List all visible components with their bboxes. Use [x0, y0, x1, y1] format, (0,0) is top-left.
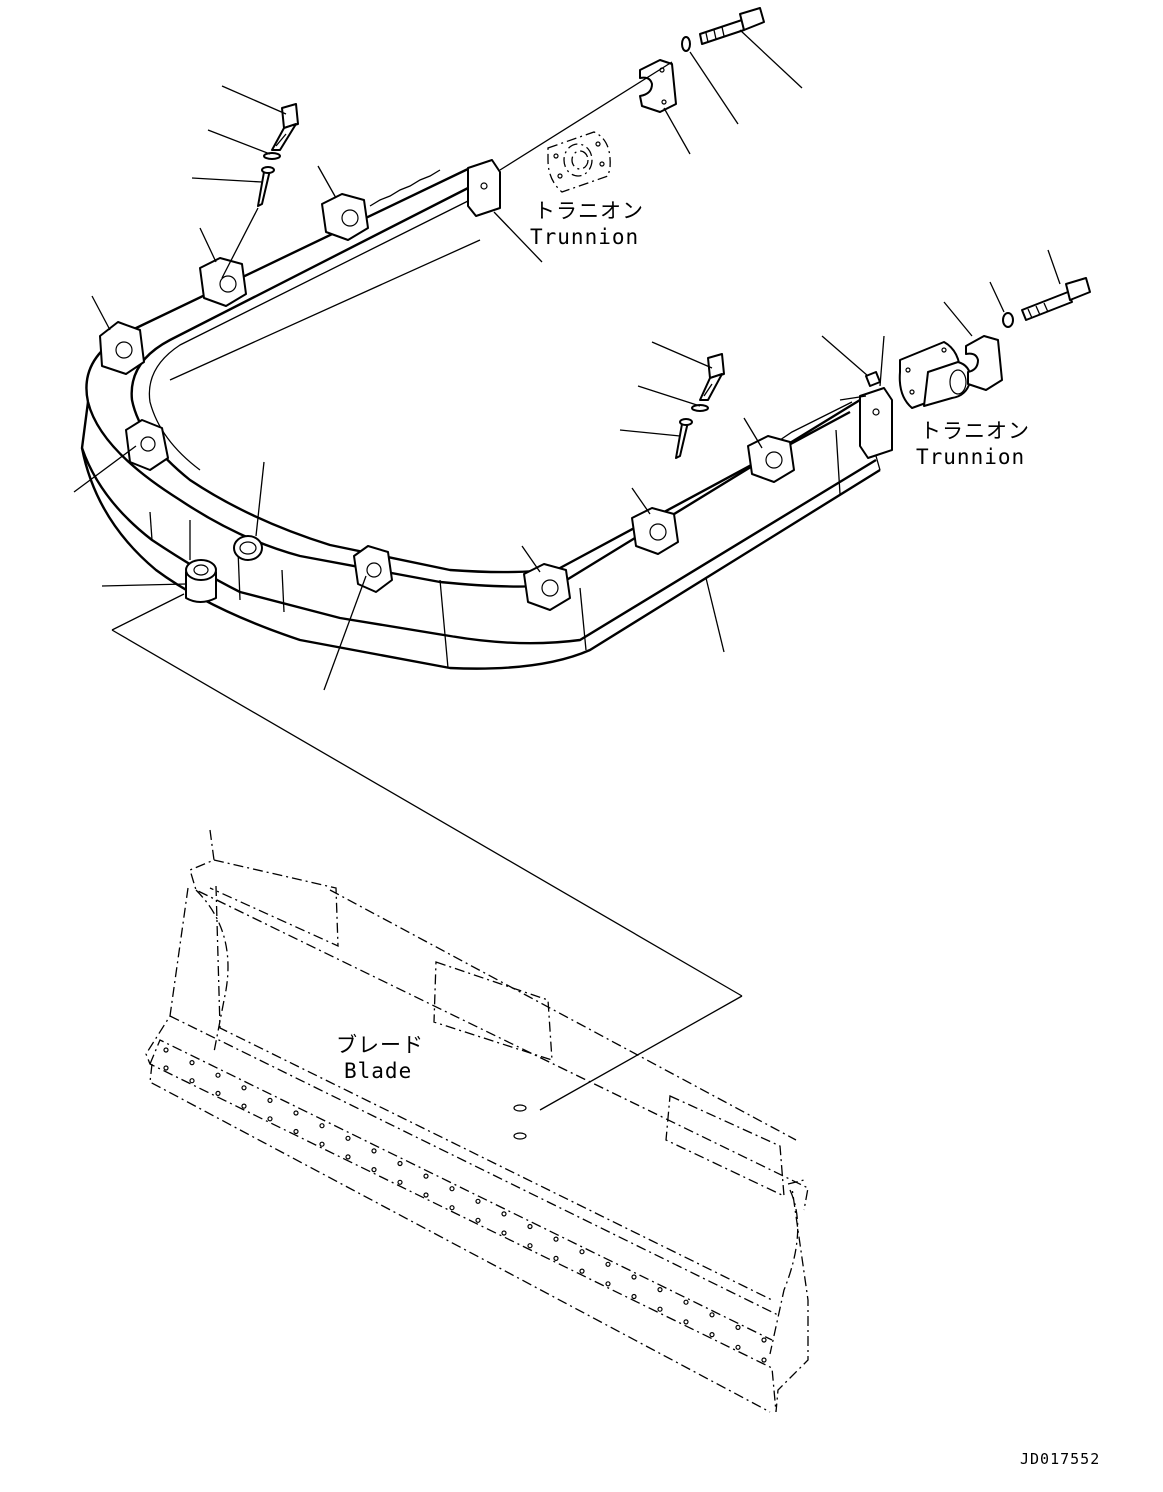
blade-hole: [189, 1078, 195, 1084]
trunnion-right-assembly: [865, 277, 1091, 409]
blade-hole: [189, 1059, 195, 1066]
blade-hole: [683, 1299, 689, 1305]
blade-hole: [371, 1148, 377, 1154]
blade-hole: [423, 1192, 429, 1198]
blade-hole: [527, 1223, 533, 1230]
blade-hole: [371, 1166, 377, 1173]
blade-hole: [735, 1344, 741, 1350]
cap-right-icon: [965, 335, 1003, 391]
washer-center-icon: [691, 404, 709, 412]
blade-hole: [761, 1357, 767, 1363]
blade-hole: [553, 1236, 559, 1242]
left-fasteners: [257, 103, 299, 207]
blade-hole: [267, 1097, 273, 1104]
blade-hole: [579, 1268, 585, 1274]
pin-center-icon: [675, 418, 693, 459]
blade-hole: [709, 1312, 715, 1318]
blade-hole: [631, 1274, 637, 1280]
trunnion-right-label-jp: トラニオン: [920, 419, 1030, 443]
blade-hole: [345, 1154, 351, 1160]
blade-hole: [163, 1065, 169, 1071]
trunnion-top-assembly: [547, 7, 765, 193]
leader-lines: [73, 29, 1061, 1111]
blade-hole: [605, 1281, 611, 1287]
blade-mount-holes: [513, 1104, 527, 1140]
bolt-right-icon: [1021, 277, 1091, 321]
nut-right-icon: [865, 371, 881, 387]
blade-hole: [553, 1255, 559, 1262]
blade-hole: [345, 1135, 351, 1141]
pin-lug-left: [125, 419, 169, 471]
bolt-center-icon: [699, 353, 725, 401]
bracket-6: [523, 563, 571, 611]
ball-socket: [185, 559, 217, 603]
blade-hole: [215, 1090, 221, 1097]
blade-hole: [423, 1173, 429, 1179]
bracket-3: [321, 193, 369, 241]
blade-hole: [735, 1324, 741, 1331]
blade-hole: [319, 1141, 325, 1147]
blade-hole: [761, 1337, 767, 1343]
bracket-1: [99, 321, 145, 375]
blade-hole: [293, 1110, 299, 1116]
blade-hole: [579, 1249, 585, 1255]
washer-right-icon: [1002, 312, 1014, 328]
blade-hole: [657, 1286, 663, 1293]
bracket-4: [747, 435, 795, 483]
blade-hole: [475, 1217, 481, 1223]
pin-left-icon: [257, 166, 275, 207]
bracket-5: [631, 507, 679, 555]
blade-hole: [631, 1293, 637, 1300]
center-boss: [233, 535, 263, 561]
cap-top-icon: [639, 59, 677, 113]
pin-lug-center: [353, 545, 393, 593]
blade-hole: [293, 1128, 299, 1135]
blade-hole: [449, 1186, 455, 1192]
blade-hole: [683, 1319, 689, 1325]
frame-brackets: [99, 193, 795, 611]
blade-hole: [605, 1261, 611, 1267]
washer-top-icon: [681, 36, 691, 52]
blade-hole: [709, 1331, 715, 1338]
blade-hole: [319, 1123, 325, 1129]
trunnion-flange-right-icon: [898, 341, 972, 409]
blade-hole: [501, 1230, 507, 1236]
blade-label-en: Blade: [344, 1059, 412, 1083]
trunnion-top-label-jp: トラニオン: [534, 199, 644, 223]
trunnion-right-label-en: Trunnion: [916, 445, 1025, 469]
blade-hole: [527, 1243, 533, 1249]
blade-hole: [163, 1047, 169, 1053]
bolt-top-icon: [699, 7, 765, 45]
bracket-2: [199, 257, 247, 307]
blade-hole: [215, 1072, 221, 1078]
bolt-left-icon: [271, 103, 299, 151]
blade-hole: [267, 1116, 273, 1122]
blade-holes: [163, 1047, 767, 1363]
blade-hole: [241, 1085, 247, 1091]
blade-hole: [397, 1179, 403, 1185]
center-fasteners: [675, 353, 725, 459]
blade-label-jp: ブレード: [336, 1033, 424, 1057]
blade-hole: [241, 1103, 247, 1109]
drawing-code: JD017552: [1020, 1450, 1100, 1468]
blade-hole: [501, 1211, 507, 1217]
blade-hole: [397, 1160, 403, 1167]
blade-outline: [145, 829, 809, 1413]
blade-hole: [475, 1198, 481, 1204]
blade-hole: [657, 1306, 663, 1312]
washer-left-icon: [263, 152, 281, 160]
blade-hole: [449, 1205, 455, 1211]
trunnion-top-label-en: Trunnion: [530, 225, 639, 249]
trunnion-flange-top-icon: [547, 131, 611, 193]
